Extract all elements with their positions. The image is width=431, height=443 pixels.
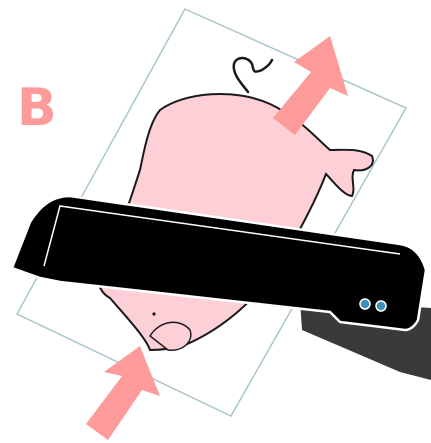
ready-light-icon <box>376 301 386 311</box>
power-light-icon <box>360 299 370 309</box>
panel-label: B <box>17 82 57 134</box>
pig-eye <box>152 312 155 315</box>
